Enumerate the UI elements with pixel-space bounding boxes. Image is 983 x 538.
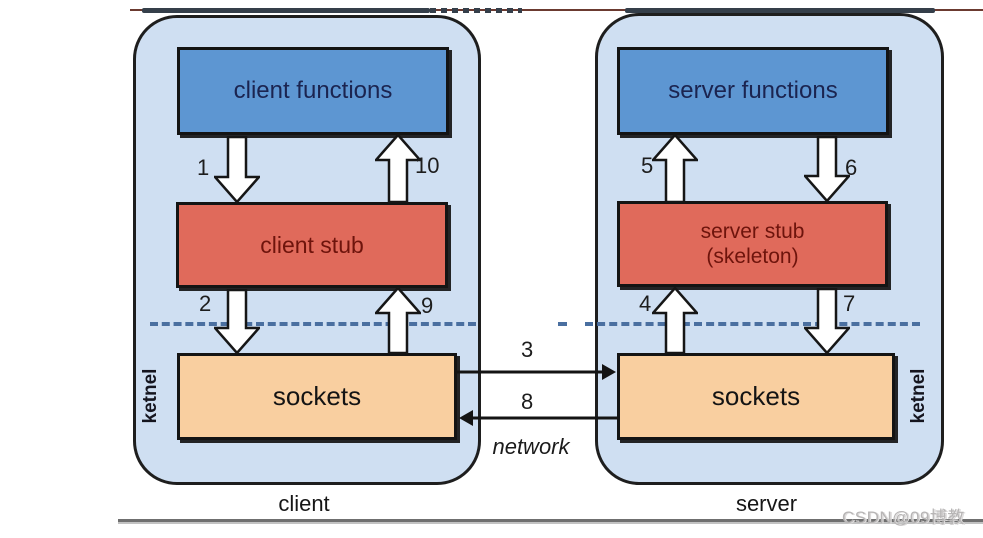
step-label-3: 3 <box>521 337 534 362</box>
server-caption: server <box>735 491 798 516</box>
client-kernel-boundary-dashed-line <box>150 322 476 326</box>
bottom-rule-dark <box>118 519 983 522</box>
arrow-down-step2-icon <box>214 289 260 354</box>
server-functions-label: server functions <box>668 77 838 104</box>
server-stub-box: server stub (skeleton) <box>617 201 888 287</box>
server-functions-box: server functions <box>617 47 889 135</box>
server-sockets-label: sockets <box>711 381 801 411</box>
server-kernel-boundary-dashed-line <box>585 322 920 326</box>
arrow-up-step9-icon <box>375 287 421 354</box>
arrow-up-step10-icon <box>375 134 421 203</box>
cropped-top-strip-redline <box>130 9 983 11</box>
step-label-5: 5 <box>641 153 654 178</box>
step-label-2: 2 <box>199 291 212 316</box>
stray-dash <box>558 322 567 326</box>
watermark: CSDN@09博教 <box>842 508 965 527</box>
client-kernel-label: ketnel <box>140 368 161 424</box>
client-sockets-box: sockets <box>177 353 457 440</box>
step-label-7: 7 <box>843 291 856 316</box>
arrow-right-step3-icon <box>456 364 616 380</box>
client-functions-label: client functions <box>233 77 393 104</box>
client-sockets-label: sockets <box>272 381 362 411</box>
client-stub-box: client stub <box>176 202 448 288</box>
arrow-down-step1-icon <box>214 136 260 203</box>
step-label-6: 6 <box>845 155 858 180</box>
server-stub-line1: server stub <box>700 219 805 243</box>
bottom-rule-light <box>118 522 983 524</box>
server-sockets-box: sockets <box>617 353 895 440</box>
arrow-up-step5-icon <box>652 134 698 203</box>
step-label-1: 1 <box>197 155 210 180</box>
arrow-down-step7-icon <box>804 288 850 354</box>
step-label-8: 8 <box>521 389 534 414</box>
arrow-down-step6-icon <box>804 136 850 202</box>
network-label: network <box>492 434 570 459</box>
arrow-left-step8-icon <box>459 410 619 426</box>
client-caption: client <box>278 491 330 516</box>
client-functions-box: client functions <box>177 47 449 135</box>
cropped-top-strip-dots <box>430 8 522 13</box>
step-label-9: 9 <box>421 293 434 318</box>
step-label-10: 10 <box>415 153 440 178</box>
client-stub-label: client stub <box>260 231 364 258</box>
server-kernel-label: ketnel <box>908 368 929 424</box>
cropped-top-strip-segment <box>625 8 935 13</box>
arrow-up-step4-icon <box>652 286 698 354</box>
cropped-top-strip-segment <box>142 8 430 13</box>
server-stub-label: server stub (skeleton) <box>701 219 805 269</box>
server-stub-line2: (skeleton) <box>706 245 799 268</box>
step-label-4: 4 <box>639 291 652 316</box>
